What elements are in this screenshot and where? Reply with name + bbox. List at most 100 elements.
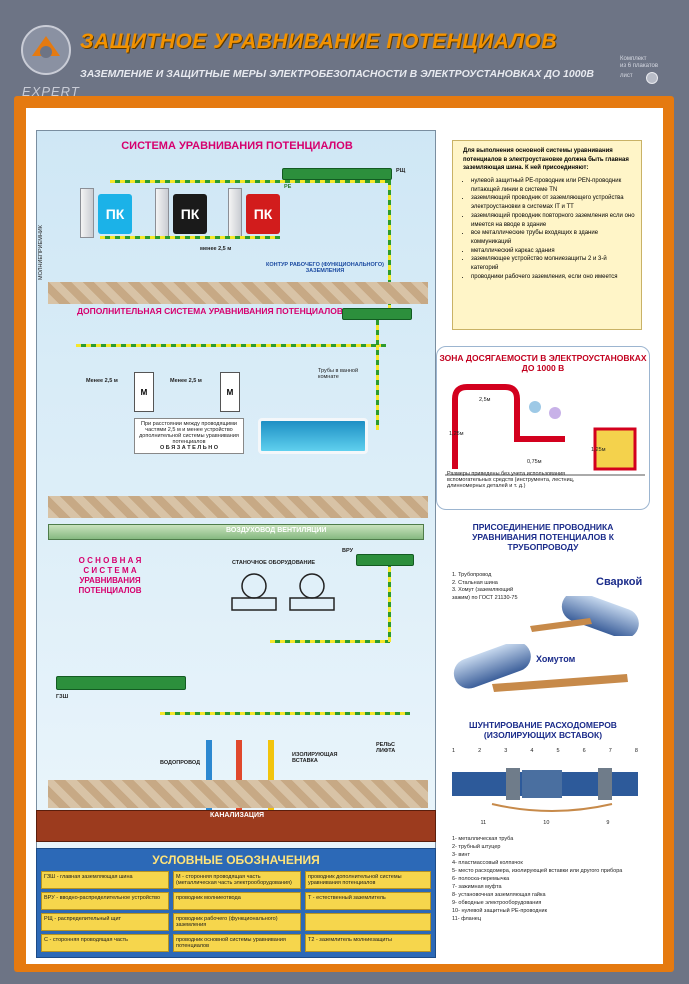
reach-zone-drawing: [445, 384, 645, 476]
legend-cell: проводник основной системы уравнивания п…: [173, 934, 301, 952]
pipe: [268, 740, 274, 810]
shunt-drawing: [452, 756, 638, 816]
bathtub: [258, 418, 368, 454]
legend-title: УСЛОВНЫЕ ОБОЗНАЧЕНИЯ: [152, 853, 320, 867]
reach-zone-title: ЗОНА ДОСЯГАЕМОСТИ В ЭЛЕКТРОУСТАНОВКАХ ДО…: [439, 353, 647, 373]
bath-pipes-label: Трубы в ванной комнате: [318, 368, 359, 380]
floor: [48, 282, 428, 304]
shunt-number: 4: [530, 748, 534, 754]
shunt-item: 5- место расходомера, изолирующей вставк…: [452, 867, 623, 874]
mid-note-mandatory: О Б Я З А Т Е Л Ь Н О: [160, 445, 218, 451]
pc-monitor-black: ПК: [173, 194, 207, 234]
ground: [48, 780, 428, 808]
shunt-numbers: 1 2 3 4 5 6 7 8: [452, 748, 638, 754]
shunt-number: 5: [556, 748, 560, 754]
reach-d2: 1,25м: [449, 431, 464, 437]
shunt-item: 10- нулевой защитный PE-проводник: [452, 907, 548, 914]
main-system-label: О С Н О В Н А Я С И С Т Е М А УРАВНИВАНИ…: [60, 556, 160, 596]
right-panel: [436, 520, 650, 960]
legend-cell: проводник молниеотвода: [173, 892, 301, 910]
note-item: проводники рабочего заземления, если оно…: [471, 273, 635, 282]
pipe-list-item: 1. Трубопровод: [452, 572, 492, 578]
functional-contour-label: КОНТУР РАБОЧЕГО (ФУНКЦИОНАЛЬНОГО) ЗАЗЕМЛ…: [266, 262, 384, 274]
shunt-number: 8: [634, 748, 638, 754]
shunt-title: ШУНТИРОВАНИЕ РАСХОДОМЕРОВ (ИЗОЛИРУЮЩИХ В…: [469, 720, 617, 740]
note-item: металлический каркас здания: [471, 247, 635, 256]
page-title: ЗАЩИТНОЕ УРАВНИВАНИЕ ПОТЕНЦИАЛОВ: [80, 30, 558, 53]
lightning-label: МОЛНИЕПРИЕМНИК: [38, 225, 44, 280]
weld-pipe-drawing: [530, 591, 640, 639]
shunt-item: 6- полоска-перемычка: [452, 875, 510, 882]
less-2-5m-left: Менее 2,5 м: [86, 378, 118, 384]
insulating-insert-label: ИЗОЛИРУЮЩАЯ ВСТАВКА: [292, 752, 338, 764]
machine-tools: [228, 572, 338, 616]
brand: EXPERT: [22, 84, 80, 99]
pe-label: PE: [284, 184, 292, 190]
rsch-busbar: [282, 168, 392, 180]
legend-cell: проводник рабочего (функционального) заз…: [173, 913, 301, 931]
shunt-item: 1- металлическая труба: [452, 836, 514, 842]
mid-note: При расстоянии между проводящими частями…: [134, 418, 244, 454]
reach-zone-card: ЗОНА ДОСЯГАЕМОСТИ В ЭЛЕКТРОУСТАНОВКАХ ДО…: [436, 346, 650, 510]
vent-label: ВОЗДУХОВОД ВЕНТИЛЯЦИИ: [226, 527, 327, 534]
pe-conductor: [376, 320, 379, 430]
legend-cell: [305, 913, 431, 931]
weld-label: Сваркой: [596, 576, 643, 588]
note-item: нулевой защитный PE-проводник или PEN-пр…: [471, 177, 635, 194]
legend-cell: T - естественный заземлитель: [305, 892, 431, 910]
sheet-label-2: из 6 плакатов: [620, 63, 659, 69]
top-system-title: СИСТЕМА УРАВНИВАНИЯ ПОТЕНЦИАЛОВ: [121, 140, 353, 152]
pe-conductor: [160, 712, 410, 715]
bus-mid: [342, 308, 412, 320]
water-label: ВОДОПРОВОД: [160, 760, 201, 766]
shunt-item: 4- пластмассовый колпачок: [452, 859, 523, 866]
main-system-line-3: УРАВНИВАНИЯ: [79, 576, 141, 585]
shunt-number: 6: [582, 748, 586, 754]
reach-d3: 0,75м: [527, 459, 542, 465]
pipe-list-item: 2. Стальная шина: [452, 579, 498, 586]
shunt-number: 1: [452, 748, 456, 754]
sewer-label: КАНАЛИЗАЦИЯ: [210, 812, 265, 819]
pipe-connection-list: 1. Трубопровод 2. Стальная шина 3. Хомут…: [452, 572, 532, 603]
metal-part-m2: М: [220, 372, 240, 412]
legend-cell: проводник дополнительной системы уравнив…: [305, 871, 431, 889]
sheet-label-1: Комплект: [620, 56, 647, 62]
shunt-number: 3: [504, 748, 508, 754]
reach-d1: 2,5м: [479, 397, 491, 403]
pc-monitor-red: ПК: [246, 194, 280, 234]
shunt-item: 11- фланец: [452, 915, 481, 922]
mid-system-title: ДОПОЛНИТЕЛЬНАЯ СИСТЕМА УРАВНИВАНИЯ ПОТЕН…: [77, 306, 343, 316]
pipe-connection-title: ПРИСОЕДИНЕНИЕ ПРОВОДНИКА УРАВНИВАНИЯ ПОТ…: [472, 522, 614, 552]
floor: [48, 496, 428, 518]
machines-label: СТАНОЧНОЕ ОБОРУДОВАНИЕ: [232, 560, 316, 566]
note-item: заземляющий проводник повторного заземле…: [471, 212, 635, 229]
main-system-line-2: С И С Т Е М А: [83, 566, 137, 575]
legend-cell: С - сторонняя проводящая часть: [41, 934, 169, 952]
shunt-number: 9: [606, 820, 610, 826]
shunt-numbers-bottom: 11 10 9: [452, 820, 638, 826]
pe-conductor: [100, 236, 280, 239]
water-pipe: [206, 740, 212, 810]
note-item: все металлические трубы входящих в здани…: [471, 229, 635, 246]
legend: УСЛОВНЫЕ ОБОЗНАЧЕНИЯ ГЗШ - главная зазем…: [36, 848, 436, 958]
pc-tower: [228, 188, 242, 238]
vru-label: ВРУ: [342, 548, 353, 554]
lift-rail-label: РЕЛЬС ЛИФТА: [376, 742, 396, 754]
main-bus-note: Для выполнения основной системы уравнива…: [452, 140, 642, 330]
gzsh-busbar: [56, 676, 186, 690]
pipe: [236, 740, 242, 810]
main-system-line-1: О С Н О В Н А Я: [78, 556, 142, 565]
main-system-line-4: ПОТЕНЦИАЛОВ: [78, 586, 142, 595]
clamp-label: Хомутом: [536, 654, 576, 664]
legend-cell: T2 - заземлитель молниезащиты: [305, 934, 431, 952]
logo: [18, 22, 74, 78]
pc-tower: [80, 188, 94, 238]
shunt-item: 8- установочная заземляющая гайка: [452, 891, 546, 898]
pe-conductor: [270, 640, 390, 643]
note-item: заземляющее устройство молниезащиты 2 и …: [471, 255, 635, 272]
rsch-label: РЩ: [396, 168, 406, 174]
metal-part-m1: М: [134, 372, 154, 412]
distance-top-label: менее 2,5 м: [200, 246, 232, 252]
reach-zone-note: Размеры приведены без учета использовани…: [447, 471, 575, 489]
pipe-list-item: 3. Хомут (заземляющий зажим) по ГОСТ 211…: [452, 587, 518, 602]
